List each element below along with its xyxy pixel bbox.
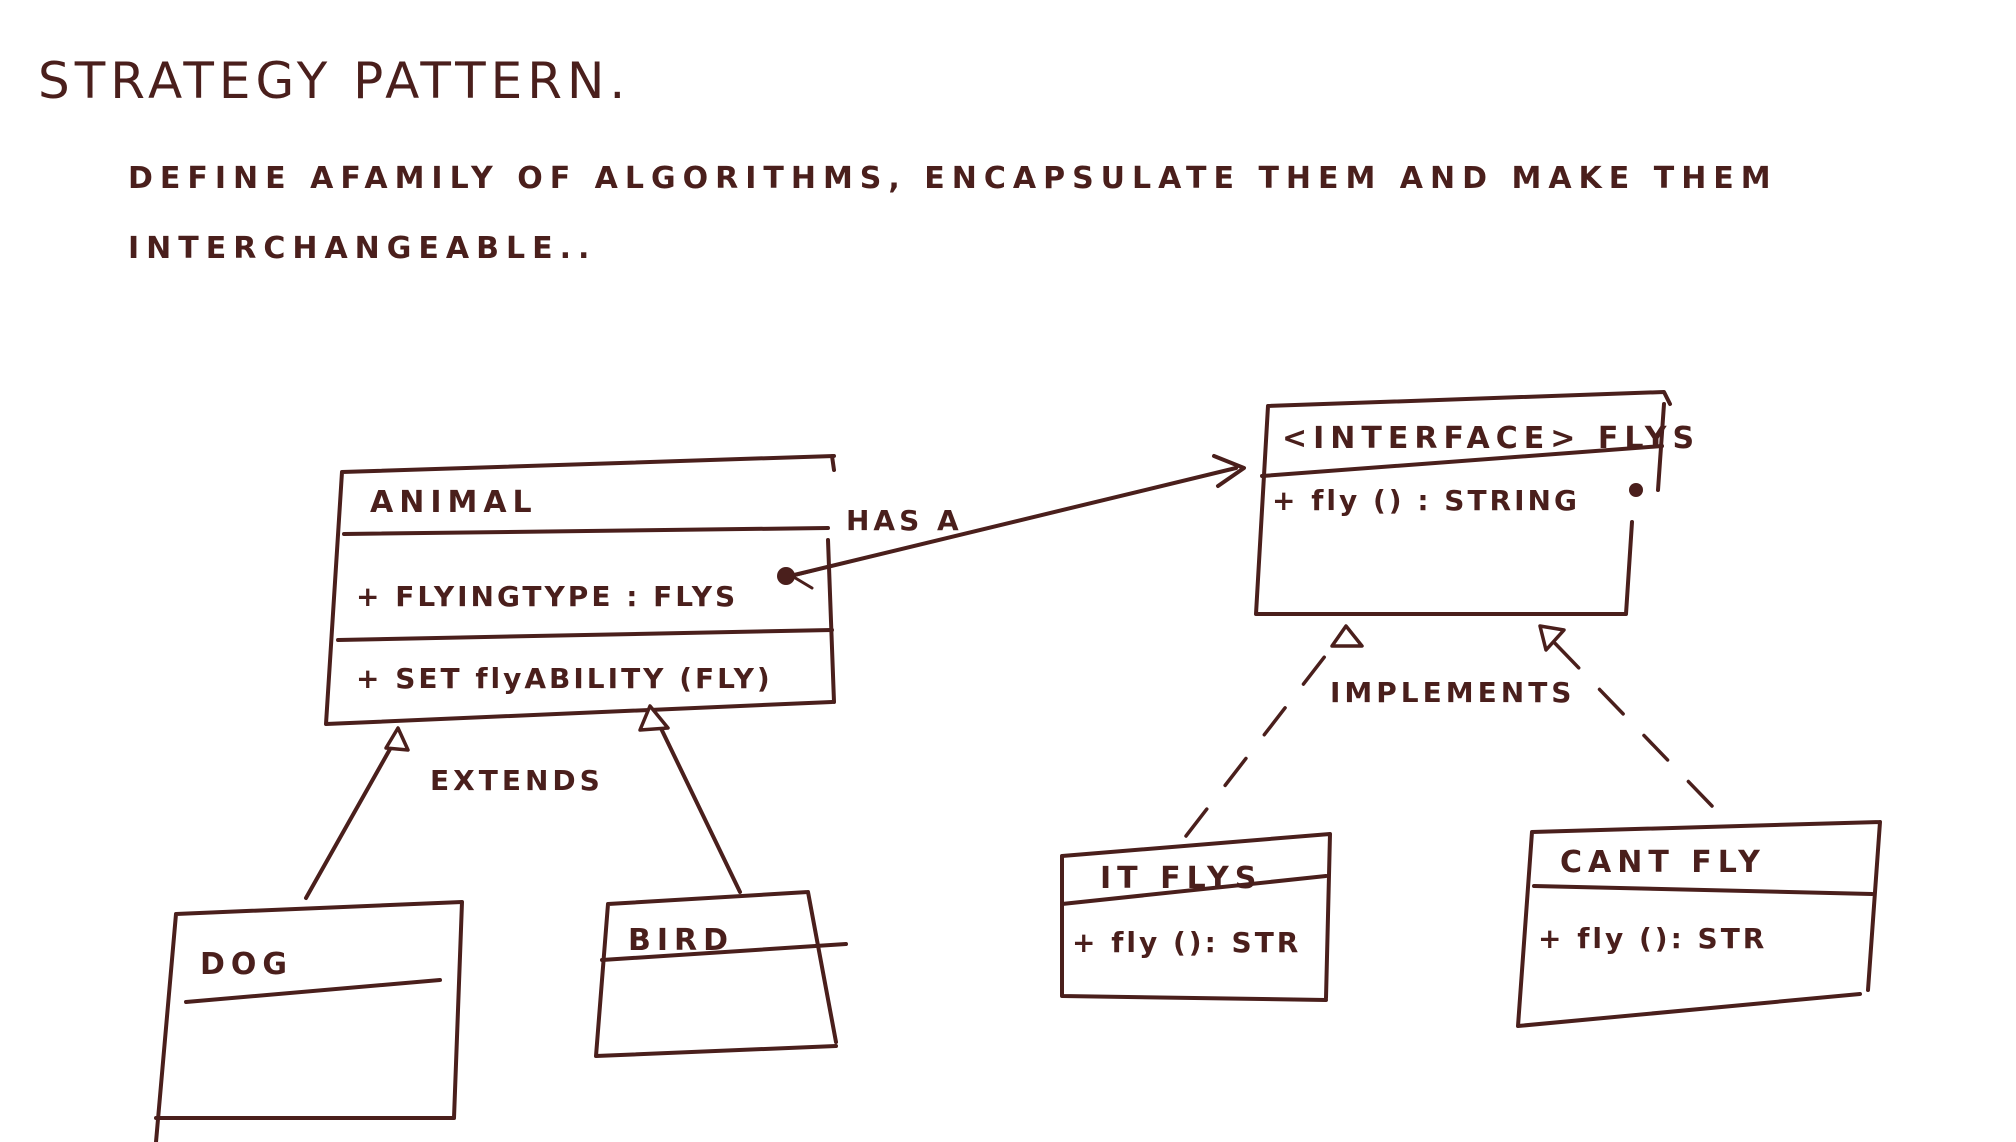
class-it-flys: IT FLYS + fly (): STR (1060, 832, 1332, 1002)
class-flys-interface: <INTERFACE> FLYS + fly () : STRING (1254, 390, 1700, 616)
implements-line-cant-fly (1546, 634, 1714, 808)
extends-label: EXTENDS (430, 764, 604, 797)
association-line (788, 466, 1238, 578)
implements-line-it-flys (1184, 640, 1338, 838)
class-it-flys-method: + fly (): STR (1072, 926, 1301, 959)
class-flys-dot (1629, 483, 1643, 497)
class-it-flys-border (1060, 832, 1332, 1002)
class-cant-fly-divider (1532, 884, 1874, 896)
association-arrowhead (1212, 454, 1246, 488)
class-bird-divider (600, 942, 848, 962)
class-bird-name: BIRD (628, 923, 734, 958)
implements-label: IMPLEMENTS (1330, 676, 1575, 709)
class-it-flys-divider (1060, 874, 1328, 906)
class-flys-method: + fly () : STRING (1272, 484, 1580, 517)
class-dog-border (154, 900, 464, 1142)
class-animal-divider-1 (342, 526, 830, 536)
diagram-title: STRATEGY PATTERN. (38, 52, 630, 110)
class-bird-border (594, 890, 838, 1058)
extends-line-bird (654, 716, 742, 894)
class-animal-border (324, 454, 836, 726)
class-dog: DOG (154, 900, 464, 1142)
implements-arrowhead-it-flys (1330, 624, 1364, 648)
association-label: HAS A (846, 504, 963, 537)
extends-arrowhead-dog (384, 726, 410, 752)
association-dot (777, 567, 795, 585)
class-dog-name: DOG (200, 947, 293, 982)
generalization-extends: EXTENDS (304, 704, 742, 900)
class-cant-fly: CANT FLY + fly (): STR (1516, 820, 1882, 1028)
class-cant-fly-name: CANT FLY (1560, 845, 1766, 880)
description-line-1: DEFINE AFAMILY OF ALGORITHMS, ENCAPSULAT… (128, 161, 1778, 196)
extends-arrowhead-bird (638, 704, 670, 732)
association-tail (790, 568, 818, 590)
class-animal: ANIMAL + FLYINGTYPE : FLYS + SET flyABIL… (324, 454, 836, 726)
class-animal-divider-2 (336, 628, 834, 642)
class-flys-divider (1260, 444, 1664, 478)
class-bird: BIRD (594, 890, 848, 1058)
implements-arrowhead-cant-fly (1538, 624, 1566, 652)
class-flys-name: <INTERFACE> FLYS (1282, 421, 1700, 456)
class-cant-fly-border (1516, 820, 1882, 1028)
class-it-flys-name: IT FLYS (1100, 861, 1262, 896)
class-dog-divider (184, 978, 442, 1004)
association-has-a: HAS A (777, 454, 1246, 590)
description-line-2: INTERCHANGEABLE.. (128, 231, 596, 266)
realization-implements: IMPLEMENTS (1184, 624, 1714, 838)
class-animal-attribute: + FLYINGTYPE : FLYS (356, 580, 738, 613)
class-animal-name: ANIMAL (370, 485, 538, 520)
extends-line-dog (304, 740, 396, 900)
class-cant-fly-method: + fly (): STR (1538, 922, 1767, 955)
class-flys-border (1254, 390, 1672, 616)
class-animal-method: + SET flyABILITY (FLY) (356, 662, 773, 695)
